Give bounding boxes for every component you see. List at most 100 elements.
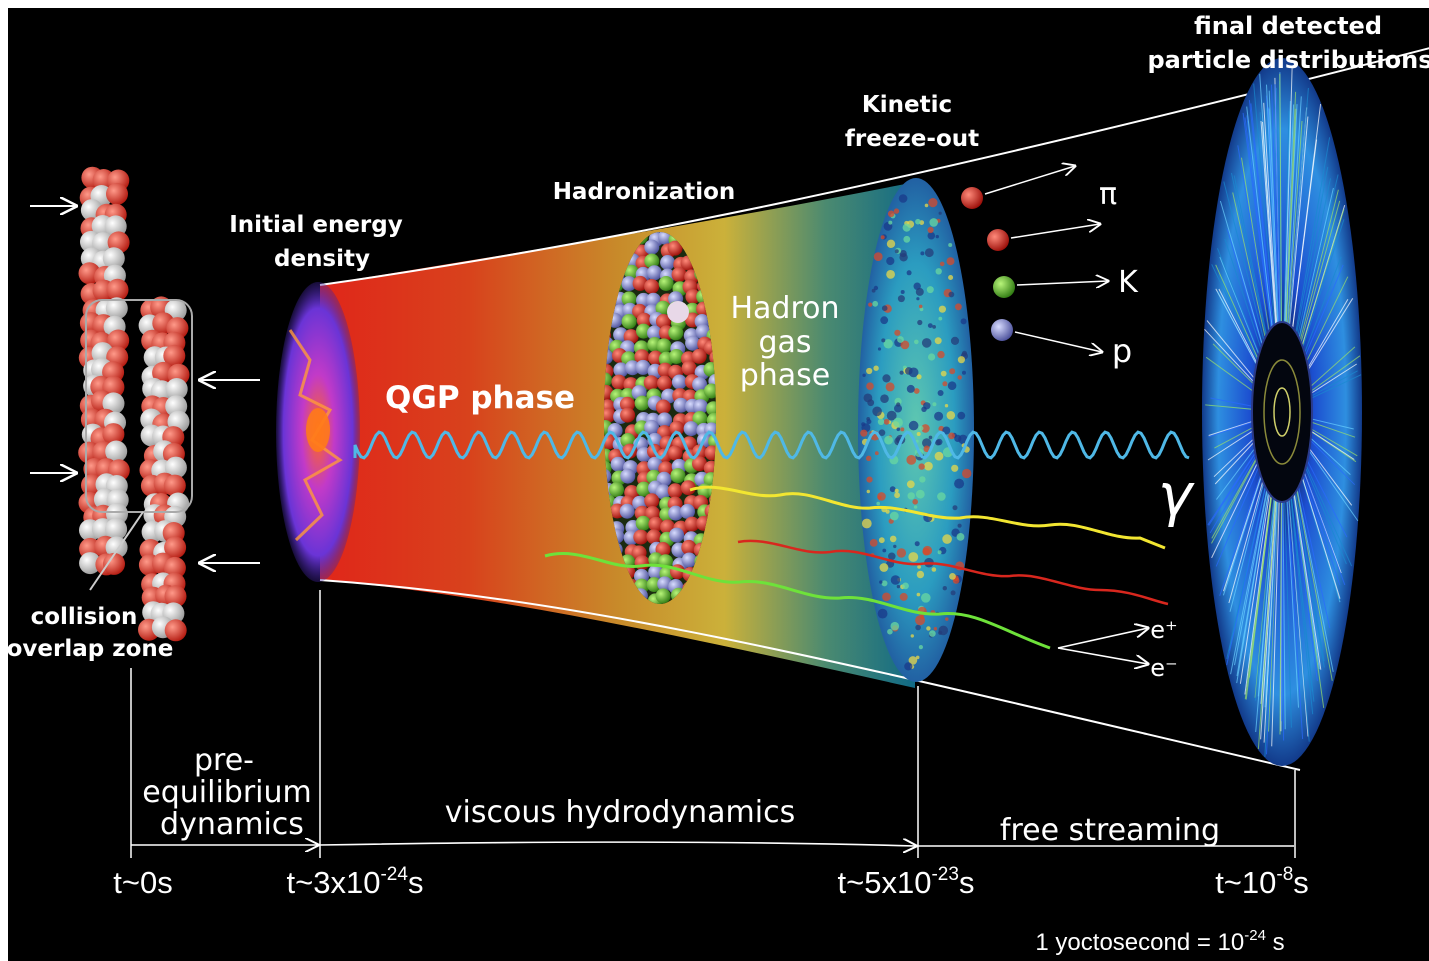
hadron-ball (692, 456, 707, 472)
freezeout-speck (915, 489, 925, 499)
freezeout-speck (915, 439, 919, 443)
hadron-ball (692, 411, 708, 426)
freezeout-speck (904, 662, 913, 671)
freezeout-speck (902, 582, 909, 590)
dilepton-wave-red (737, 539, 1169, 606)
freezeout-speck (942, 586, 947, 591)
freezeout-speck (877, 418, 885, 425)
freezeout-speck (934, 337, 942, 345)
freezeout-speck (883, 339, 893, 349)
detector-track (1292, 485, 1322, 670)
freezeout-speck (877, 492, 886, 501)
freezeout-speck (948, 243, 953, 247)
nucleon (92, 232, 115, 255)
freezeout-speck (960, 318, 967, 325)
freezeout-speck (882, 548, 887, 553)
freezeout-speck (884, 435, 893, 445)
hadron-ball (655, 588, 671, 604)
freezeout-speck (861, 518, 872, 529)
detector-track (1266, 498, 1279, 755)
freezeout-speck (921, 338, 932, 348)
proton-particle (991, 319, 1013, 341)
freezeout-speck (885, 509, 890, 514)
freezeout-speck (949, 368, 956, 375)
freezeout-speck (916, 374, 922, 380)
freezeout-speck (957, 375, 962, 380)
freezeout-speck (951, 464, 959, 472)
label-initial-energy-line2: density (274, 246, 370, 272)
hadron-ball (667, 240, 683, 256)
detector-track (1299, 264, 1344, 370)
detector-track (1271, 499, 1280, 747)
detector-track (1298, 256, 1342, 368)
detector-track (1207, 440, 1264, 526)
freezeout-speck (924, 203, 929, 208)
label-final-detected-line1: final detected (1194, 12, 1382, 40)
freezeout-speck (916, 570, 925, 579)
detector-track (1233, 175, 1270, 347)
hadron-ball (635, 515, 651, 531)
freezeout-speck (896, 402, 901, 407)
label-qgp-phase: QGP phase (385, 380, 575, 416)
detector-track (1300, 439, 1359, 522)
freezeout-speck (885, 382, 895, 392)
hadron-ball (632, 275, 648, 291)
freezeout-speck (948, 291, 955, 298)
footnote-yoctosecond: 1 yoctosecond = 10-24 s (1035, 927, 1284, 956)
freezeout-speck (922, 438, 932, 448)
freezeout-speck (923, 402, 931, 410)
freezeout-speck (887, 210, 895, 218)
freezeout-speck (948, 432, 955, 440)
pion-particle-1 (961, 187, 983, 209)
freezeout-speck (881, 338, 886, 343)
freezeout-speck (915, 287, 924, 296)
colliding-nuclei-image (78, 166, 190, 642)
detector-track (1298, 458, 1346, 586)
freezeout-speck (955, 303, 962, 311)
hadron-ball (620, 468, 636, 484)
freezeout-speck (914, 339, 919, 345)
detector-track (1297, 464, 1340, 602)
hadron-ball (619, 503, 635, 519)
detector-track (1288, 495, 1310, 742)
electron-arrow (1057, 647, 1148, 664)
hadron-ball (604, 407, 616, 423)
hadron-ball (609, 482, 624, 498)
detector-track (1211, 445, 1264, 539)
freezeout-speck (896, 584, 901, 589)
freezeout-speck (913, 505, 918, 509)
detector-track (1297, 219, 1345, 362)
freezeout-speck (882, 374, 891, 383)
detector-track (1293, 483, 1325, 668)
hadron-ball (643, 375, 659, 391)
freezeout-speck (938, 630, 943, 635)
dilepton-wave-yellow (689, 485, 1166, 550)
freezeout-speck (889, 486, 896, 493)
pion-arrow-2 (1010, 224, 1100, 239)
funnel-lower-edge (319, 579, 1301, 771)
hadron-ball (660, 255, 676, 270)
freezeout-speck (948, 275, 954, 280)
freezeout-speck (950, 336, 960, 345)
freezeout-speck (889, 511, 899, 521)
freezeout-speck (937, 390, 944, 396)
detector-track (1292, 486, 1320, 670)
detector-track (1296, 200, 1341, 356)
detector-track (1294, 166, 1329, 344)
freezeout-speck (868, 302, 873, 307)
freezeout-speck (866, 476, 873, 483)
freezeout-speck (937, 550, 942, 555)
hadron-ball (620, 407, 636, 423)
freezeout-speck (927, 323, 933, 328)
freezeout-speck (910, 634, 914, 638)
freezeout-speck (902, 223, 911, 232)
photon-wave (353, 430, 1190, 460)
hadron-ball (683, 421, 699, 437)
stage-viscous-hydro: viscous hydrodynamics (445, 795, 795, 830)
hadron-ball (621, 276, 637, 292)
label-pion: π (1099, 177, 1117, 212)
hadron-ball (644, 419, 660, 435)
hadron-ball (604, 448, 613, 464)
freezeout-speck (893, 417, 903, 428)
